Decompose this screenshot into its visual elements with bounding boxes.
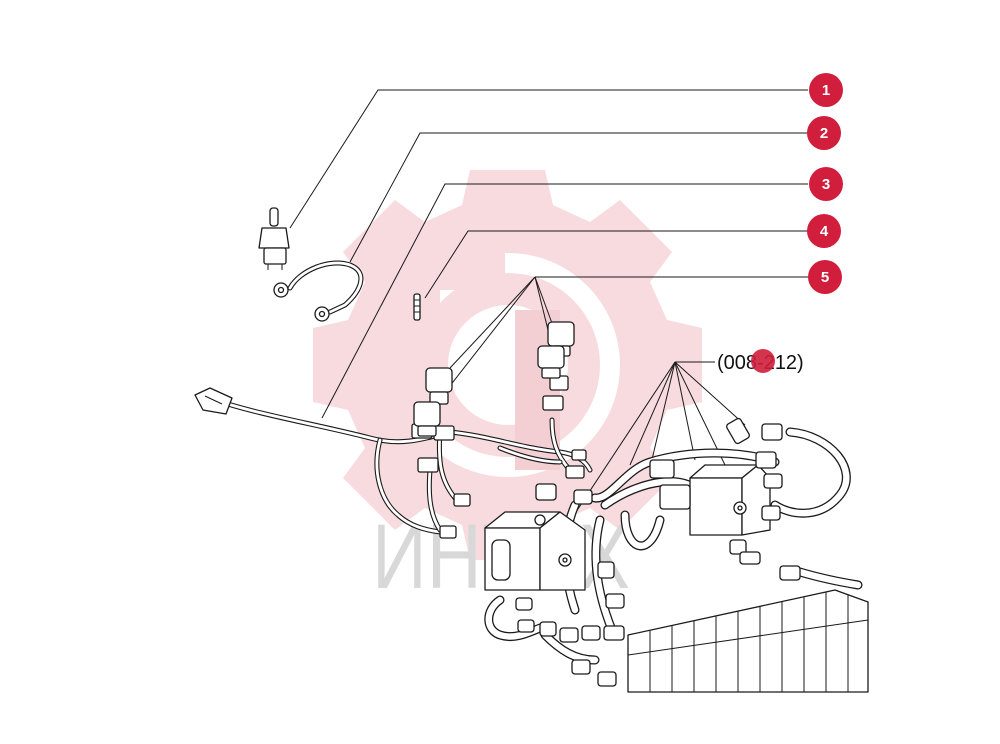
callout-label: 5	[821, 269, 829, 286]
callout-1: 1	[809, 73, 843, 107]
watermark-logo	[313, 170, 702, 560]
callout-label: 4	[820, 223, 829, 240]
callout-label: 2	[820, 125, 828, 142]
callout-label: 3	[822, 176, 830, 193]
wiring-harness-part	[194, 375, 593, 539]
pin-part	[413, 293, 421, 321]
coil-connectors-part	[413, 321, 575, 437]
ground-cable-part	[273, 260, 364, 322]
callout-2: 2	[807, 116, 841, 150]
callout-4: 4	[807, 214, 841, 248]
callout-3: 3	[809, 167, 843, 201]
reference-marker	[751, 349, 775, 373]
hydraulic-assembly	[484, 417, 869, 693]
leader-lines	[289, 89, 808, 519]
callout-label: 1	[822, 82, 830, 99]
toggle-switch-part	[258, 207, 290, 270]
callout-5: 5	[808, 260, 842, 294]
